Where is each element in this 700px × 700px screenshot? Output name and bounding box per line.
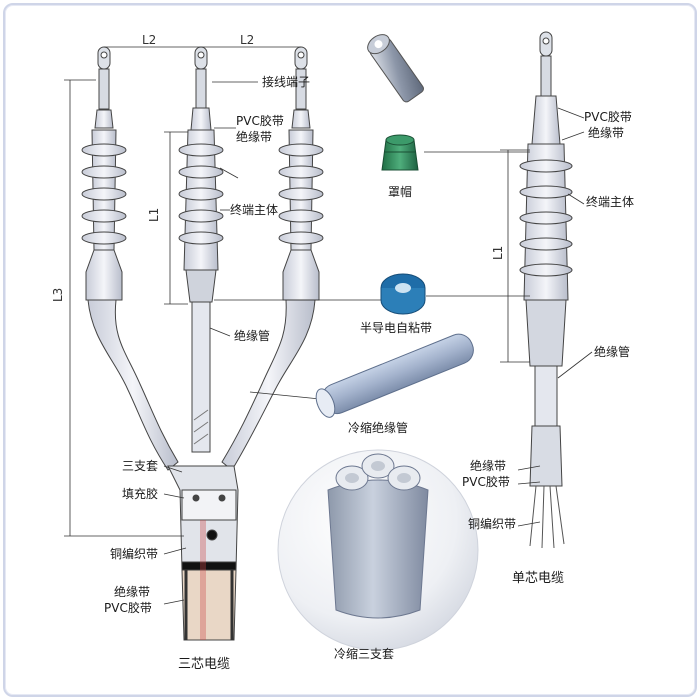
dim-l2-left: L2 [142,33,156,47]
label-single-core-cable: 单芯电缆 [512,570,564,586]
label-copper-braid: 铜编织带 [110,546,158,561]
label-right-copper-braid: 铜编织带 [468,516,516,531]
cold-shrink-tube-image [315,333,474,418]
semi-tape-image [380,273,426,315]
label-cold-shrink-breakout: 冷缩三支套 [334,646,394,661]
label-three-core-cable: 三芯电缆 [178,656,230,672]
leaders-right [424,107,593,527]
breakout-sleeve [167,465,239,641]
dim-l3: L3 [51,288,65,302]
label-insulating-tape-bottom: 绝缘带 [114,584,150,599]
dim-l1-right: L1 [491,246,505,260]
frame-border [3,3,697,697]
terminal-lug-image [367,34,424,103]
dimensions-right [500,149,530,363]
label-cold-shrink-tube: 冷缩绝缘管 [348,420,408,435]
label-right-pvc-tape-lower: PVC胶带 [462,474,510,489]
label-right-pvc-tape: PVC胶带 [584,109,632,124]
label-rain-cap: 罩帽 [388,184,412,199]
single-core-termination [519,31,573,549]
three-core-termination [81,46,324,641]
label-terminal-lug: 接线端子 [262,74,310,89]
dim-l1-left: L1 [147,208,161,222]
left-phase [81,46,179,471]
label-pvc-tape-bottom: PVC胶带 [104,600,152,615]
label-right-insulating-tape-lower: 绝缘带 [470,458,506,473]
right-phase [221,46,324,471]
label-pvc-tape-top: PVC胶带 [236,113,284,128]
rain-cap-image [381,134,419,171]
label-right-termination-body: 终端主体 [586,194,634,209]
label-right-insulating-tape: 绝缘带 [588,125,624,140]
dimensions-left [64,46,301,537]
label-right-insulating-tube: 绝缘管 [594,344,630,359]
center-phase [178,46,224,453]
breakout-inset [277,449,479,651]
label-semiconductive-tape: 半导电自粘带 [360,320,432,335]
label-insulating-tube: 绝缘管 [234,328,270,343]
label-termination-body: 终端主体 [230,202,278,217]
label-breakout-sleeve: 三支套 [122,459,158,473]
labels: 接线端子 PVC胶带 绝缘带 罩帽 终端主体 半导电自粘带 绝缘管 冷缩绝缘管 … [104,74,634,672]
label-insulating-tape-top: 绝缘带 [236,129,272,144]
dim-l2-right: L2 [240,33,254,47]
label-filler: 填充胶 [122,486,158,501]
